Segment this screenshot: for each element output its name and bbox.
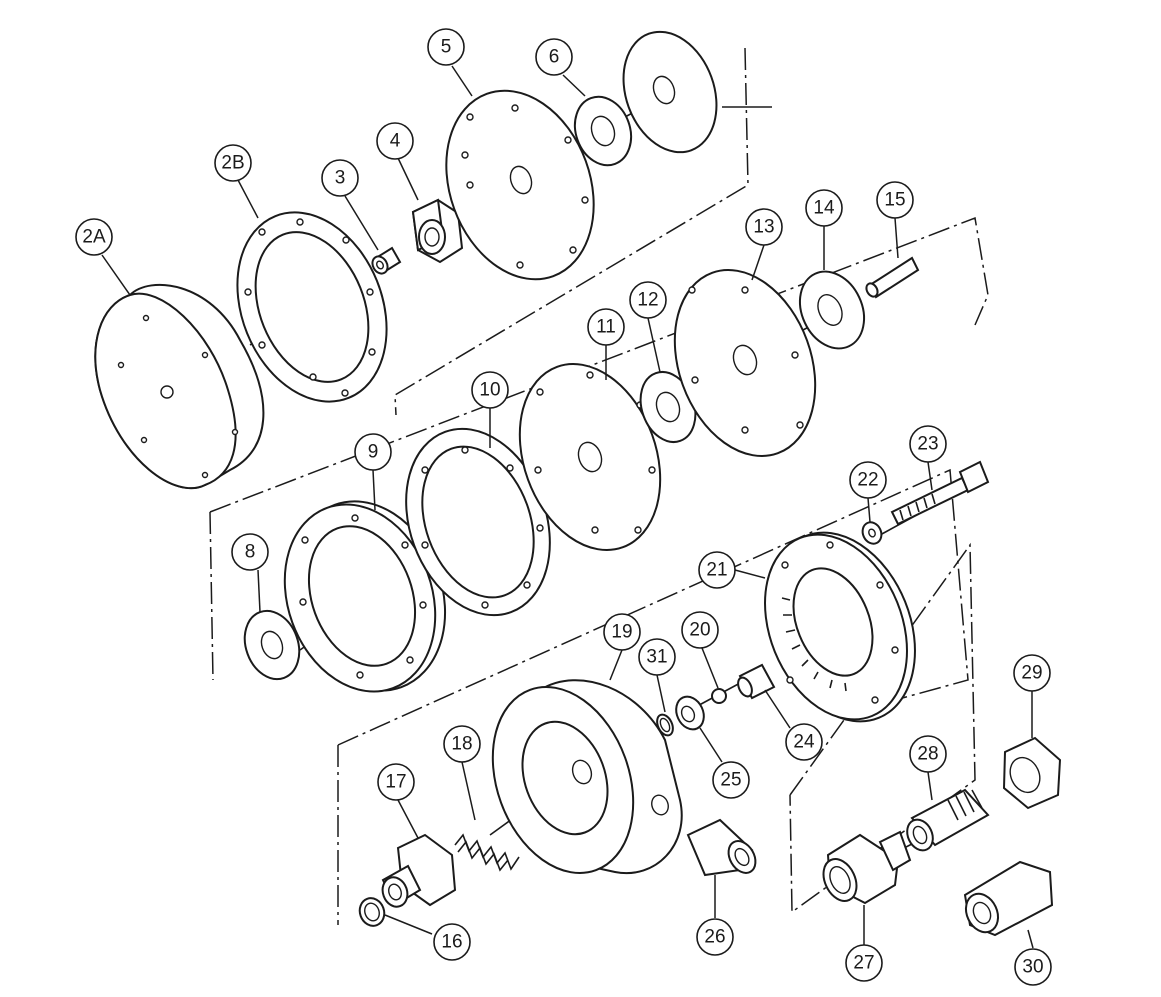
svg-text:9: 9 [368,442,379,463]
part-4-hex-fitting [411,198,464,264]
part-29-hex-nut [1002,736,1062,810]
svg-text:11: 11 [596,317,616,338]
callout-21: 21 [698,551,736,589]
svg-text:29: 29 [1021,663,1042,684]
part-18-spring [454,833,520,872]
svg-text:2A: 2A [82,227,106,248]
svg-text:19: 19 [611,622,632,643]
svg-text:3: 3 [335,168,346,189]
part-21-slotted-disc [764,531,916,723]
svg-text:16: 16 [441,932,462,953]
svg-text:24: 24 [793,732,815,753]
part-14-washer [798,270,866,350]
callout-29: 29 [1013,654,1051,692]
svg-text:17: 17 [385,772,406,793]
callout-4: 4 [376,122,414,160]
svg-text:18: 18 [451,734,472,755]
callout-26: 26 [696,918,734,956]
svg-text:21: 21 [706,560,727,581]
part-11-plate [518,363,662,551]
svg-text:23: 23 [917,434,938,455]
svg-text:2B: 2B [221,153,244,174]
svg-text:22: 22 [857,470,878,491]
callout-5: 5 [427,28,465,66]
callout-12: 12 [629,281,667,319]
part-3-plug [371,246,402,275]
part-20-ball [711,688,727,704]
callout-11: 11 [587,308,625,346]
svg-text:7: 7 [788,93,801,120]
part-17-valve-fitting [381,833,457,908]
part-25-valve-seat [675,695,705,731]
part-9-flange-ring [283,500,447,693]
svg-text:28: 28 [917,744,938,765]
svg-text:30: 30 [1022,957,1043,978]
part-5-plate [445,89,595,281]
part-26-adapter-fitting [686,818,757,877]
part-19-housing [491,679,683,875]
svg-text:14: 14 [813,198,835,219]
svg-text:27: 27 [853,953,874,974]
part-2b-gasket [236,211,388,403]
part-10-gasket [405,427,551,617]
callout-6: 6 [535,38,573,76]
svg-text:26: 26 [704,927,725,948]
part-13-plate [673,269,817,457]
part-22-small-washer [861,521,883,545]
svg-text:6: 6 [549,47,560,68]
callout-2b: 2B [214,144,252,182]
svg-text:10: 10 [479,380,500,401]
part-16-o-ring [358,897,386,927]
part-2a-end-cover [94,283,265,490]
svg-text:12: 12 [637,290,658,311]
svg-text:5: 5 [441,37,452,58]
svg-text:4: 4 [390,131,401,152]
callout-8: 8 [231,533,269,571]
callout-14: 14 [805,189,843,227]
callout-2a: 2A [75,218,113,256]
callout-19: 19 [603,613,641,651]
callout-9: 9 [354,433,392,471]
callout-31: 31 [638,638,676,676]
svg-text:8: 8 [245,542,256,563]
part-8-washer [243,609,301,681]
callout-13: 13 [745,208,783,246]
callout-leaders [101,65,1034,949]
svg-text:20: 20 [689,620,710,641]
svg-text:13: 13 [753,217,774,238]
part-7-disc [622,30,718,154]
callout-22: 22 [849,461,887,499]
callout-15: 15 [876,181,914,219]
svg-text:15: 15 [884,190,905,211]
callout-7-highlighted[interactable]: 7 [773,84,817,128]
callout-17: 17 [377,763,415,801]
assembly-boundaries [209,47,989,925]
callout-30: 30 [1014,948,1052,986]
callout-23: 23 [909,425,947,463]
part-30-reducer-fitting [963,860,1054,937]
part-23-bolt [890,460,990,526]
svg-text:25: 25 [720,770,741,791]
callout-3: 3 [321,159,359,197]
callout-25: 25 [712,761,750,799]
callout-24: 24 [785,723,823,761]
part-28-threaded-nipple [906,788,990,852]
part-27-union-fitting [822,830,912,905]
callout-20: 20 [681,611,719,649]
part-6-washer [573,95,633,167]
callout-27: 27 [845,944,883,982]
part-15-pin [865,256,920,299]
callout-16: 16 [433,923,471,961]
callout-18: 18 [443,725,481,763]
callout-10: 10 [471,371,509,409]
part-12-washer [639,371,697,443]
svg-text:31: 31 [646,647,667,668]
part-31-o-ring [656,713,674,737]
callout-28: 28 [909,735,947,773]
